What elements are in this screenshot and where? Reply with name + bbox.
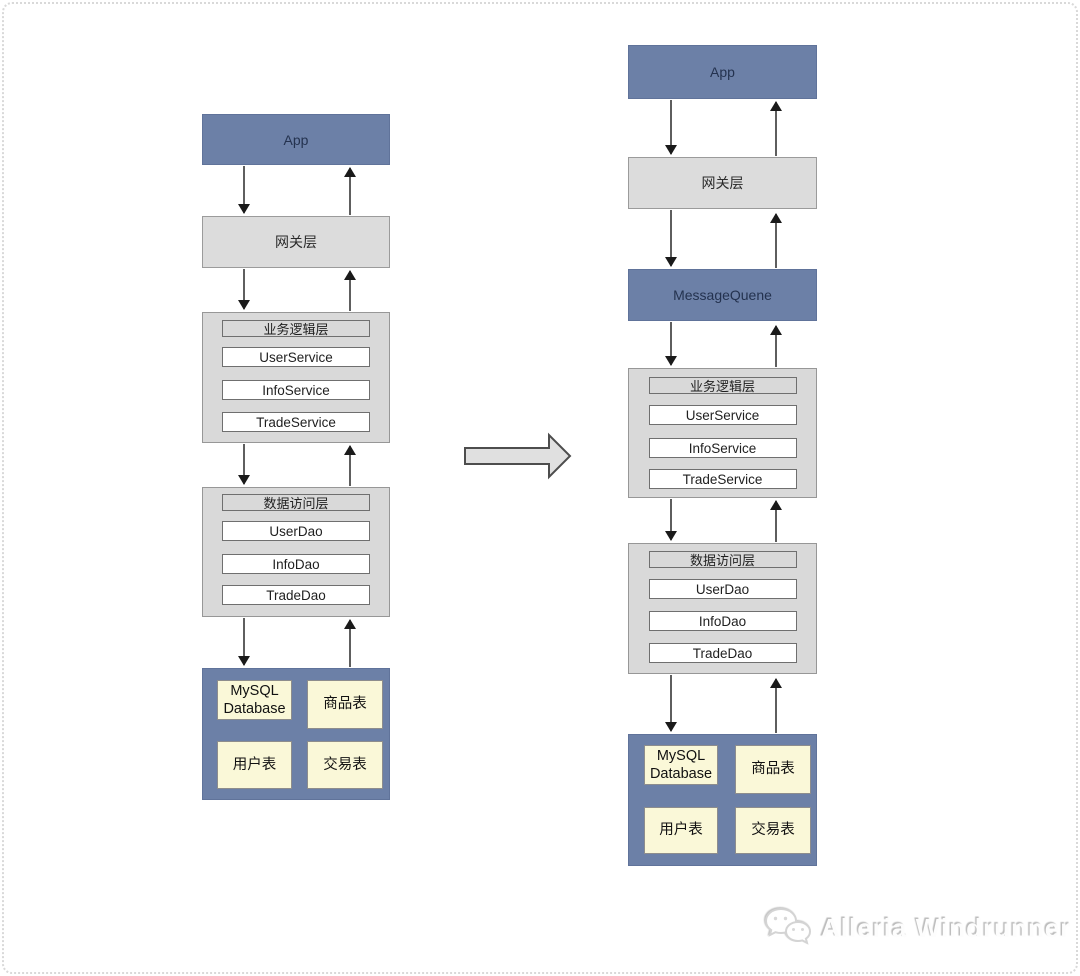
right-user-service-item: UserService — [648, 405, 797, 425]
right-goods-table-label: 商品表 — [751, 761, 795, 778]
right-user-table-label: 用户表 — [659, 822, 703, 839]
right-mysql-database-box: MySQL Database — [644, 745, 718, 785]
left-app-box: App — [202, 114, 390, 165]
left-app-label: App — [283, 131, 309, 148]
left-dao-layer-title: 数据访问层 — [222, 494, 370, 511]
left-mysql-database-label: MySQL Database — [223, 682, 286, 717]
right-trade-service-label: TradeService — [682, 471, 763, 487]
right-gateway-label: 网关层 — [701, 175, 744, 191]
left-user-dao-label: UserDao — [269, 523, 323, 539]
left-user-table-box: 用户表 — [217, 741, 292, 789]
right-info-dao-item: InfoDao — [648, 611, 797, 631]
right-info-service-item: InfoService — [648, 438, 797, 458]
right-app-box: App — [628, 45, 817, 99]
left-info-dao-item: InfoDao — [222, 554, 370, 574]
left-dao-layer-title-label: 数据访问层 — [263, 496, 329, 511]
left-dao-layer-container: 数据访问层 UserDao InfoDao TradeDao — [202, 487, 390, 617]
left-trade-service-item: TradeService — [222, 412, 370, 432]
right-mysql-database-label: MySQL Database — [649, 747, 713, 782]
left-trade-dao-item: TradeDao — [222, 585, 370, 605]
left-info-service-item: InfoService — [222, 380, 370, 400]
right-message-queue-box: MessageQuene — [628, 269, 817, 321]
right-trade-table-box: 交易表 — [735, 807, 811, 854]
right-app-label: App — [710, 64, 735, 80]
right-user-table-box: 用户表 — [644, 807, 718, 854]
right-message-queue-label: MessageQuene — [673, 287, 772, 303]
left-user-service-item: UserService — [222, 347, 370, 367]
right-dao-layer-title-label: 数据访问层 — [689, 553, 755, 568]
right-info-dao-label: InfoDao — [698, 613, 747, 629]
left-trade-dao-label: TradeDao — [266, 587, 326, 603]
right-info-service-label: InfoService — [688, 440, 757, 456]
right-user-dao-label: UserDao — [695, 581, 750, 597]
left-trade-table-box: 交易表 — [307, 741, 383, 789]
left-gateway-box: 网关层 — [202, 216, 390, 268]
left-user-service-label: UserService — [259, 349, 333, 365]
wechat-icon — [764, 907, 812, 945]
left-info-dao-label: InfoDao — [272, 556, 320, 572]
watermark-text: Alleria Windrunner — [821, 912, 1072, 943]
right-gateway-box: 网关层 — [628, 157, 817, 209]
right-trade-service-item: TradeService — [648, 469, 797, 489]
left-info-service-label: InfoService — [262, 382, 330, 398]
left-user-table-label: 用户表 — [232, 756, 277, 773]
right-business-layer-title-label: 业务逻辑层 — [689, 379, 755, 394]
right-business-layer-container: 业务逻辑层 UserService InfoService TradeServi… — [628, 368, 817, 498]
right-user-service-label: UserService — [685, 407, 760, 423]
left-trade-table-label: 交易表 — [323, 756, 367, 773]
left-goods-table-box: 商品表 — [307, 680, 383, 729]
right-goods-table-box: 商品表 — [735, 745, 811, 794]
left-user-dao-item: UserDao — [222, 521, 370, 541]
right-business-layer-title: 业务逻辑层 — [648, 377, 797, 394]
left-business-layer-title: 业务逻辑层 — [222, 320, 370, 337]
transform-block-arrow — [464, 432, 572, 480]
right-trade-dao-label: TradeDao — [692, 645, 753, 661]
right-user-dao-item: UserDao — [648, 579, 797, 599]
left-goods-table-label: 商品表 — [323, 696, 367, 713]
left-database-container: MySQL Database 商品表 用户表 交易表 — [202, 668, 390, 800]
right-database-container: MySQL Database 商品表 用户表 交易表 — [628, 734, 817, 866]
right-dao-layer-container: 数据访问层 UserDao InfoDao TradeDao — [628, 543, 817, 674]
right-trade-table-label: 交易表 — [751, 822, 795, 839]
watermark: Alleria Windrunner — [763, 906, 1071, 950]
left-mysql-database-box: MySQL Database — [217, 680, 292, 720]
right-trade-dao-item: TradeDao — [648, 643, 797, 663]
left-gateway-label: 网关层 — [275, 234, 317, 250]
left-business-layer-container: 业务逻辑层 UserService InfoService TradeServi… — [202, 312, 390, 443]
left-business-layer-title-label: 业务逻辑层 — [263, 322, 329, 337]
right-dao-layer-title: 数据访问层 — [648, 551, 797, 568]
left-trade-service-label: TradeService — [256, 414, 336, 430]
